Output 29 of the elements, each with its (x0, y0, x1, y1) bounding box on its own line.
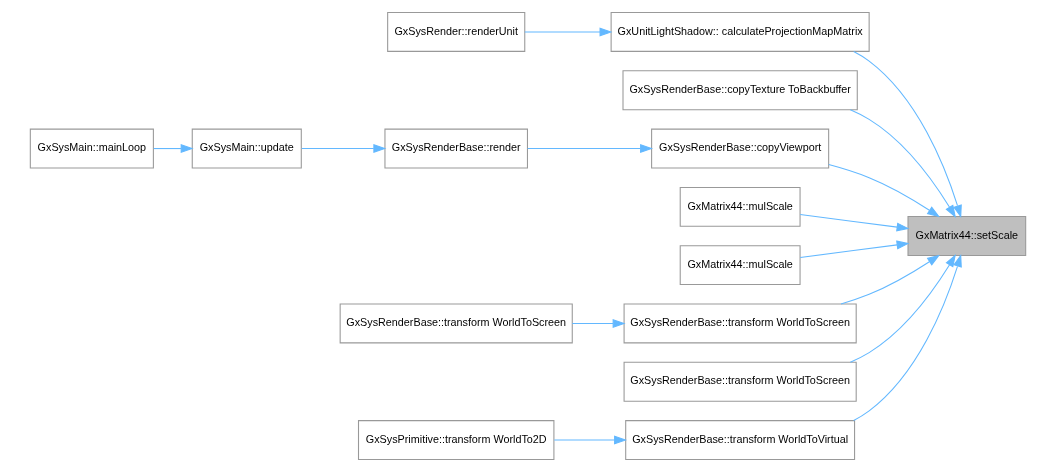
arrow (849, 254, 956, 363)
node-box: GxMatrix44::setScale (907, 216, 1027, 256)
node-box: GxSysRender::renderUnit (387, 12, 526, 52)
node-box: GxSysMain::mainLoop (29, 128, 154, 169)
node-box: GxSysRenderBase::transform WorldToScreen (623, 361, 857, 402)
node-box: GxMatrix44::mulScale (679, 245, 801, 286)
arrow (553, 435, 628, 445)
arrow (853, 50, 962, 219)
node-box: GxSysRenderBase::transform WorldToScreen (339, 303, 573, 344)
node-box: GxSysRenderBase::copyViewport (651, 128, 830, 169)
arrow (153, 144, 194, 154)
arrow (799, 240, 910, 259)
arrow (849, 109, 956, 218)
node-box: GxMatrix44::mulScale (679, 186, 801, 227)
node-box: GxSysMain::update (191, 128, 302, 169)
arrow (828, 164, 941, 218)
arrow (799, 213, 910, 232)
node-box: GxSysPrimitive::transform WorldTo2D (357, 420, 555, 460)
node-box: GxSysRenderBase::copyTexture ToBackbuffer (622, 70, 858, 111)
arrow (527, 144, 654, 154)
node-box: GxSysRenderBase::transform WorldToVirtual (625, 420, 856, 460)
arrow (853, 253, 962, 422)
node-box: GxUnitLightShadow:: calculateProjectionMapMatrix (610, 12, 870, 52)
node-box: GxSysRenderBase::render (384, 128, 528, 169)
arrow (571, 318, 626, 328)
node-box: GxSysRenderBase::transform WorldToScreen (623, 303, 857, 344)
arrow (301, 144, 387, 154)
arrow (524, 27, 613, 37)
arrow (840, 254, 941, 305)
